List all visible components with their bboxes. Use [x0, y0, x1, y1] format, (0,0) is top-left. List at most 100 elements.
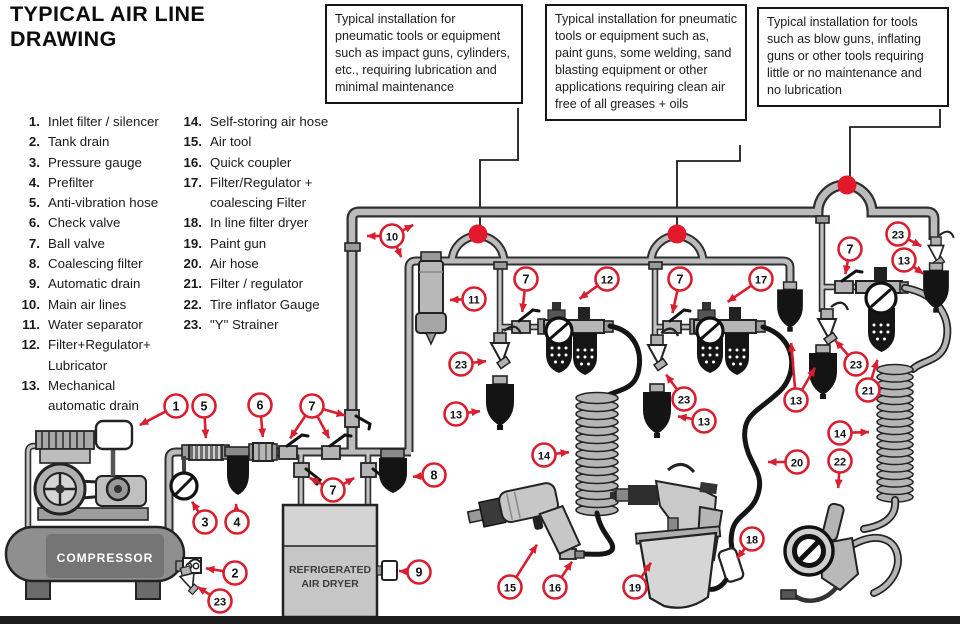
legend-item: 11.Water separator — [12, 315, 170, 335]
label-arrow — [677, 413, 692, 422]
legend-item-number: 4. — [28, 174, 40, 190]
label-number: 23 — [850, 359, 862, 371]
label-number: 5 — [201, 399, 208, 413]
label-number: 7 — [847, 242, 854, 256]
callout-lubricated-tools: Typical installation for pneumatic tools… — [325, 4, 523, 104]
legend-item: 4.Prefilter — [12, 173, 170, 193]
legend-item-label: Filter+Regulator+ Lubricator — [48, 337, 151, 373]
legend-item-label: Filter / regulator — [210, 276, 304, 292]
label-circle — [461, 286, 487, 312]
label-number: 15 — [504, 582, 516, 594]
coalescing-filter — [379, 448, 407, 493]
hose-to-coil — [600, 323, 642, 401]
legend-item-number: 6. — [28, 215, 40, 231]
tire-inflator-gauge — [780, 502, 902, 603]
legend-item-number: 22. — [183, 296, 203, 312]
label-bubble-18: 18 — [736, 526, 765, 560]
legend-item-label: Inlet filter / silencer — [48, 114, 159, 129]
label-arrow — [665, 373, 678, 390]
label-bubble-14: 14 — [827, 420, 870, 446]
pressure-gauge — [169, 456, 199, 501]
label-circle — [320, 477, 346, 503]
label-circle — [542, 574, 568, 600]
label-circle — [784, 449, 810, 475]
label-arrow — [842, 261, 851, 275]
filter-regulator — [855, 267, 909, 352]
legend-item-label: Anti-vibration hose — [48, 195, 159, 211]
label-arrow — [468, 408, 481, 417]
label-bubble-20: 20 — [767, 449, 810, 475]
label-number: 23 — [678, 394, 690, 406]
legend-item-number: 20. — [183, 256, 203, 272]
label-number: 6 — [257, 398, 264, 412]
label-number: 21 — [862, 385, 874, 397]
legend-item-label: Quick coupler — [210, 154, 292, 170]
label-circle — [406, 559, 432, 585]
label-arrow — [316, 416, 331, 439]
label-circle — [843, 351, 869, 377]
label-arrow — [519, 291, 528, 313]
legend-item: 15. Air tool — [172, 132, 340, 152]
label-arrow — [515, 543, 539, 578]
legend-item-number: 2. — [28, 134, 40, 150]
legend-item-number: 14. — [183, 114, 203, 129]
legend-item-number: 19. — [183, 235, 203, 251]
label-number: 22 — [834, 456, 846, 468]
legend-item-label: Mechanical automatic drain — [48, 377, 139, 414]
label-number: 4 — [234, 515, 241, 529]
label-circle — [671, 386, 697, 412]
label-circle — [222, 560, 248, 586]
label-circle — [207, 588, 233, 614]
label-arrow — [197, 585, 211, 596]
label-arrow — [473, 358, 487, 367]
legend-item: 12.Filter+Regulator+ Lubricator — [12, 335, 170, 376]
label-circle — [739, 526, 765, 552]
legend-item-label: Main air lines — [48, 296, 127, 312]
callout-clean-air-tools: Typical installation for pneumatic tools… — [545, 4, 747, 121]
label-number: 3 — [202, 515, 209, 529]
legend-item: 5.Anti-vibration hose — [12, 193, 170, 213]
label-arrow — [726, 284, 752, 303]
legend-item: 21. Filter / regulator — [172, 274, 340, 294]
legend-item-label: Ball valve — [48, 235, 105, 251]
legend-item-number: 21. — [183, 276, 203, 292]
y-strainer — [927, 230, 955, 269]
label-circle — [497, 574, 523, 600]
label-arrow — [913, 265, 925, 275]
label-arrow — [556, 449, 570, 458]
water-separator — [415, 251, 447, 346]
label-circle — [827, 448, 853, 474]
legend-item: 1.Inlet filter / silencer — [12, 112, 170, 132]
legend-item-label: Paint gun — [210, 235, 267, 251]
label-number: 14 — [834, 428, 847, 440]
paint-gun — [610, 463, 724, 609]
label-number: 11 — [468, 294, 480, 306]
label-arrow — [258, 417, 267, 438]
label-arrow — [736, 548, 746, 560]
station-1 — [466, 302, 642, 560]
label-bubble-17: 17 — [726, 266, 774, 303]
label-circle — [837, 236, 863, 262]
label-circle — [827, 420, 853, 446]
legend-item-number: 10. — [21, 296, 41, 312]
impact-gun — [466, 482, 582, 556]
legend-item-label: Filter/Regulator + coalescing Filter — [210, 174, 313, 211]
label-bubble-9: 9 — [398, 559, 432, 585]
legend-item-label: Air tool — [210, 134, 252, 150]
mechanical-drain — [922, 262, 950, 314]
label-circle — [163, 393, 189, 419]
legend-item-number: 15. — [183, 134, 203, 150]
label-arrow — [908, 238, 922, 248]
label-arrow — [578, 285, 598, 300]
drop-point-dot — [837, 175, 857, 195]
label-number: 2 — [232, 566, 239, 580]
label-arrow — [289, 415, 307, 440]
self-storing-hose — [575, 391, 619, 517]
legend-item-number: 13. — [21, 377, 41, 393]
compressor: COMPRESSOR — [4, 419, 210, 600]
label-number: 10 — [386, 231, 398, 243]
legend-item: 23."Y" Strainer — [172, 315, 340, 335]
label-bubble-15: 15 — [497, 543, 539, 600]
